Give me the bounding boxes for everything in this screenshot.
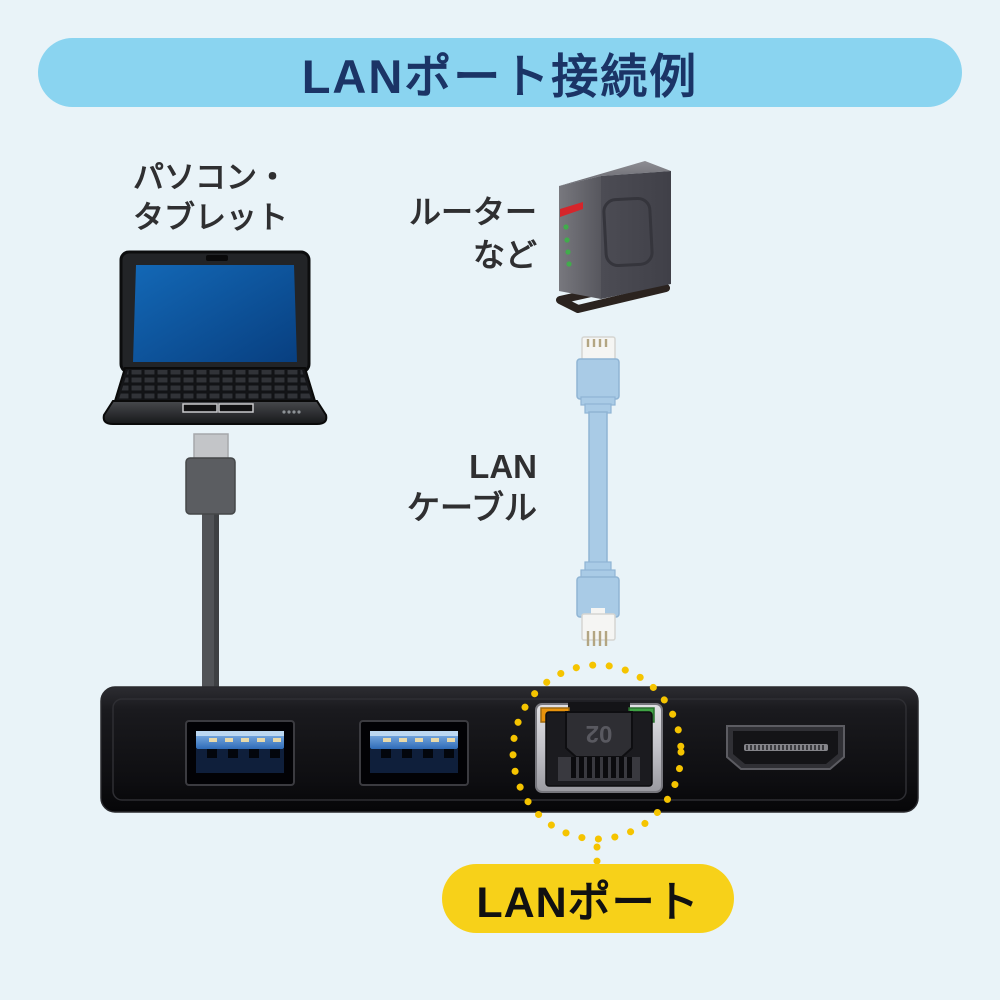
hub-face-panel	[112, 698, 907, 801]
laptop-webcam	[206, 255, 228, 261]
router-led	[564, 237, 570, 243]
router-label: ルーター など	[408, 194, 537, 273]
hub-lan-port: 02	[535, 702, 663, 793]
laptop-touchpad-button-left	[182, 403, 218, 413]
router-front	[601, 171, 671, 299]
router-top	[559, 161, 671, 186]
laptop-illustration	[102, 250, 328, 425]
router-illustration	[556, 161, 671, 313]
cable-boot-top	[576, 358, 620, 400]
lan-port-marking: 02	[586, 720, 613, 747]
usb-a-port-1	[185, 720, 295, 786]
usb-plug-cable	[185, 433, 236, 692]
dotted-circle	[509, 661, 685, 843]
lan-port-callout-text: LANポート	[476, 878, 700, 927]
lan-cable-label: LAN ケーブル	[406, 448, 537, 526]
router-side	[559, 176, 601, 299]
router-led	[565, 249, 571, 255]
hub-body	[100, 686, 919, 813]
laptop-touchpad-button-right	[218, 403, 254, 413]
hub-illustration: 02	[100, 686, 919, 813]
computer-label: パソコン・ タブレット	[133, 160, 288, 235]
lan-cable-illustration	[576, 336, 620, 646]
lan-port-callout: LANポート	[442, 864, 734, 933]
laptop-screen	[133, 265, 297, 362]
page-title: LANポート接続例	[301, 50, 699, 103]
router-panel-outline	[602, 196, 654, 268]
router-led	[563, 224, 569, 230]
title-banner: LANポート接続例	[38, 38, 962, 107]
usb-a-port-2	[359, 720, 469, 786]
lan-port-highlight	[509, 661, 685, 866]
hub-hdmi-port	[726, 725, 845, 770]
usb-plug-body	[185, 457, 236, 515]
laptop-keys	[119, 370, 311, 399]
usb-plug-tip	[193, 433, 229, 460]
router-red-stripe	[560, 202, 583, 217]
cable-cord	[588, 411, 608, 565]
router-led	[566, 261, 572, 267]
